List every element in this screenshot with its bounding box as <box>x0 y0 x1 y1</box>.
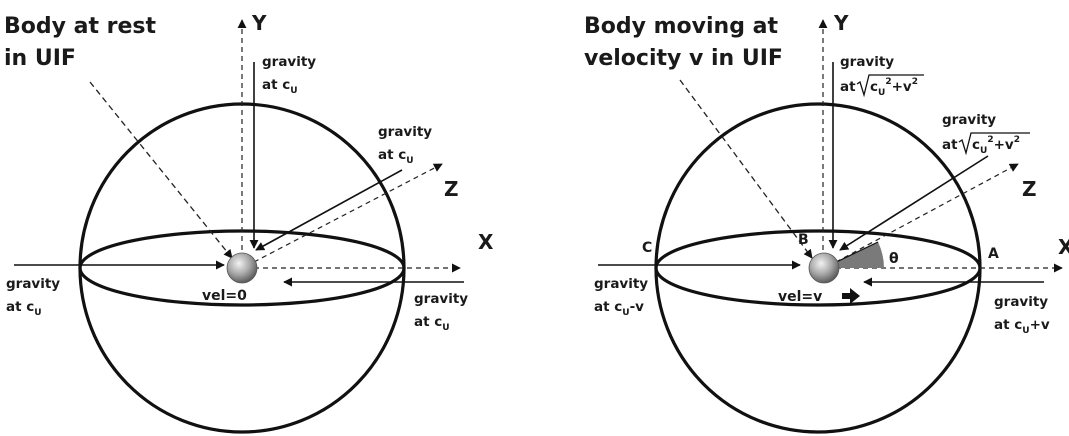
left-gravity-top-word: gravity <box>262 54 316 70</box>
left-gravity-diag-speed: at cU <box>378 147 414 166</box>
right-diag-sqrt-sign <box>958 132 1030 156</box>
right-gravity-arrow-diagonal <box>839 155 989 251</box>
right-gravity-top-speed: at cU2+v2 <box>840 74 924 98</box>
right-gravity-left-speed: at cU-v <box>594 299 644 318</box>
left-gravity-left-speed: at cU <box>6 299 42 318</box>
right-point-b: B <box>798 232 809 248</box>
right-axis-z-label: Z <box>1022 177 1037 201</box>
right-title-line2: velocity v in UIF <box>584 46 783 71</box>
left-title-line2: in UIF <box>4 46 76 71</box>
right-axis-x-label: X <box>1058 235 1069 259</box>
right-gravity-left-word: gravity <box>594 276 648 292</box>
left-axis-y-label: Y <box>251 11 267 35</box>
right-point-a: A <box>988 246 999 262</box>
right-body-ball <box>808 252 840 284</box>
left-body-ball <box>226 252 258 284</box>
right-z-axis <box>835 163 1019 263</box>
right-angle-wedge <box>824 242 884 268</box>
svg-text:at: at <box>942 137 958 153</box>
left-axis-x-label: X <box>478 230 494 254</box>
right-gravity-diag-word: gravity <box>942 112 996 128</box>
left-axis-z-label: Z <box>444 177 459 201</box>
svg-text:cU2+v2: cU2+v2 <box>870 77 918 98</box>
right-title-pointer <box>679 79 813 259</box>
left-z-axis <box>253 163 443 263</box>
left-gravity-diag-word: gravity <box>378 124 432 140</box>
right-gravity-right-speed: at cU+v <box>994 317 1050 336</box>
right-title-line1: Body moving at <box>584 14 778 39</box>
right-gravity-top-word: gravity <box>840 54 894 70</box>
right-diagram: Body moving at velocity v in UIF Y X Z B… <box>584 11 1069 434</box>
left-gravity-right-word: gravity <box>414 291 468 307</box>
svg-text:cU2+v2: cU2+v2 <box>972 135 1020 156</box>
left-diagram: Body at rest in UIF Y X Z gravity at cU … <box>4 11 494 434</box>
left-title-pointer <box>89 81 233 259</box>
right-gravity-right-word: gravity <box>994 294 1048 310</box>
left-velocity-label: vel=0 <box>202 288 247 304</box>
left-gravity-top-speed: at cU <box>262 77 298 96</box>
right-axis-y-label: Y <box>833 11 849 35</box>
right-point-c: C <box>642 240 652 256</box>
svg-text:at: at <box>840 79 856 95</box>
left-gravity-right-speed: at cU <box>414 314 450 333</box>
right-velocity-label: vel=v <box>778 289 822 305</box>
right-velocity-arrow <box>842 288 860 304</box>
left-title-line1: Body at rest <box>4 14 157 39</box>
right-gravity-diag-speed: at cU2+v2 <box>942 132 1030 156</box>
right-top-sqrt-sign <box>856 74 924 98</box>
left-gravity-left-word: gravity <box>6 276 60 292</box>
right-angle-theta: θ <box>889 251 899 267</box>
left-gravity-arrow-diagonal <box>255 169 403 251</box>
